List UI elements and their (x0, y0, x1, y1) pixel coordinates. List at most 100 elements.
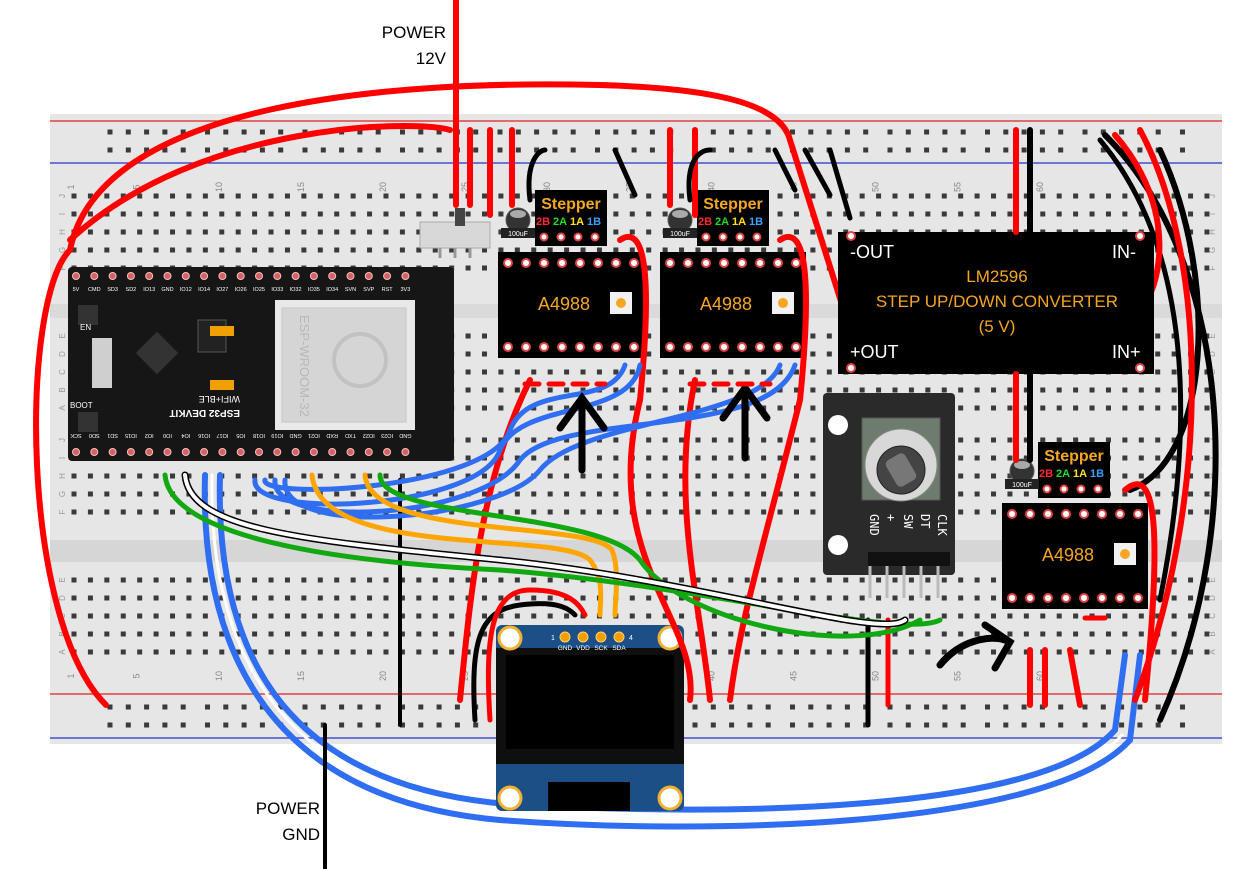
en-button[interactable] (78, 305, 98, 325)
a4988-pin (593, 258, 603, 268)
a4988-pin (665, 342, 675, 352)
breadboard-hole (662, 473, 668, 479)
rail-hole (278, 129, 284, 135)
breadboard-hole (1023, 491, 1029, 497)
breadboard-hole (1188, 473, 1194, 479)
column-number: 20 (378, 671, 388, 681)
breadboard-hole (367, 595, 373, 601)
breadboard-hole (679, 577, 685, 583)
arrow-1-head-icon (556, 392, 608, 432)
red-wire-driver2-coil (727, 234, 809, 703)
breadboard-hole (793, 577, 799, 583)
a4988-chip-label: A4988 (1042, 545, 1094, 565)
breadboard-hole (498, 437, 504, 443)
coil-label: 2A (1056, 468, 1070, 480)
coil-pin (556, 232, 566, 242)
breadboard-hole (613, 437, 619, 443)
rail-hole (205, 147, 210, 153)
esp32-pin-pad (291, 448, 300, 456)
breadboard-hole (284, 229, 290, 235)
breadboard-hole (793, 595, 799, 601)
esp32-pin-label: IO26 (235, 287, 247, 293)
breadboard-hole (580, 473, 586, 479)
coil-label: 1B (587, 216, 601, 228)
breadboard-hole (925, 387, 931, 393)
rail-hole (125, 722, 131, 728)
rail-hole (400, 704, 405, 710)
breadboard-hole (1204, 455, 1210, 461)
breadboard-hole (843, 211, 849, 217)
breadboard-hole (1073, 387, 1079, 393)
breadboard-hole (695, 509, 701, 515)
power-switch-knob[interactable] (455, 208, 465, 226)
rail-hole (790, 704, 795, 710)
esp32-pin-label: IO33 (271, 287, 283, 293)
rail-hole (515, 147, 521, 153)
breadboard-hole (744, 247, 750, 253)
rail-hole (180, 129, 186, 135)
breadboard-hole (120, 577, 126, 583)
espressif-logo-icon (332, 332, 388, 388)
rail-hole (1003, 704, 1009, 710)
breadboard-hole (1007, 405, 1013, 411)
breadboard-hole (350, 649, 356, 655)
breadboard-hole (1155, 405, 1161, 411)
rail-hole (808, 704, 814, 710)
breadboard-hole (564, 491, 570, 497)
breadboard-hole (810, 577, 816, 583)
breadboard-hole (941, 211, 947, 217)
breadboard-hole (482, 437, 487, 443)
breadboard-hole (416, 247, 422, 253)
breadboard-hole (564, 509, 570, 515)
breadboard-hole (744, 631, 750, 637)
breadboard-hole (859, 577, 865, 583)
rail-hole (1100, 704, 1106, 710)
a4988-chip-label: A4988 (538, 294, 590, 314)
breadboard-hole (1204, 491, 1210, 497)
breadboard-hole (876, 613, 882, 619)
breadboard-hole (777, 631, 783, 637)
breadboard-hole (170, 613, 176, 619)
esp32-pin-pad (181, 272, 190, 280)
esp32-pin-label: IO21 (308, 432, 320, 438)
esp32-pin-label: IO2 (145, 432, 154, 438)
esp32-pin-pad (346, 448, 355, 456)
arrow-2-head-icon (719, 382, 771, 422)
breadboard-hole (1188, 595, 1194, 601)
breadboard-hole (170, 247, 176, 253)
esp32-pin-label: 3V3 (401, 287, 411, 293)
breadboard-hole (219, 649, 225, 655)
breadboard-hole (826, 351, 832, 357)
rail-hole (454, 704, 460, 710)
rail-hole (1082, 129, 1088, 135)
breadboard-hole (580, 595, 586, 601)
rail-hole (1137, 147, 1143, 153)
breadboard-hole (1155, 649, 1161, 655)
esp32-pin-pad (145, 272, 154, 280)
breadboard-hole (482, 405, 487, 411)
a4988-pin (791, 342, 801, 352)
rail-hole (1082, 722, 1088, 728)
breadboard-hole (1007, 649, 1013, 655)
rail-hole (942, 147, 948, 153)
breadboard-hole (531, 455, 537, 461)
column-number: 60 (1035, 182, 1045, 192)
orange-wire-sck (309, 472, 604, 618)
breadboard-hole (104, 473, 110, 479)
breadboard-hole (1122, 193, 1128, 199)
esp32-pin-pad (72, 272, 80, 280)
esp32-pin-label: IO16 (198, 432, 210, 438)
boot-button[interactable] (78, 412, 98, 432)
breadboard-hole (646, 387, 652, 393)
breadboard-hole (613, 229, 619, 235)
breadboard-hole (564, 577, 570, 583)
a4988-pin (683, 258, 693, 268)
breadboard-hole (317, 247, 323, 253)
breadboard-hole (958, 473, 964, 479)
breadboard-hole (531, 613, 537, 619)
row-letter: I (1208, 213, 1217, 215)
breadboard-hole (120, 631, 126, 637)
power-switch[interactable] (419, 208, 491, 258)
